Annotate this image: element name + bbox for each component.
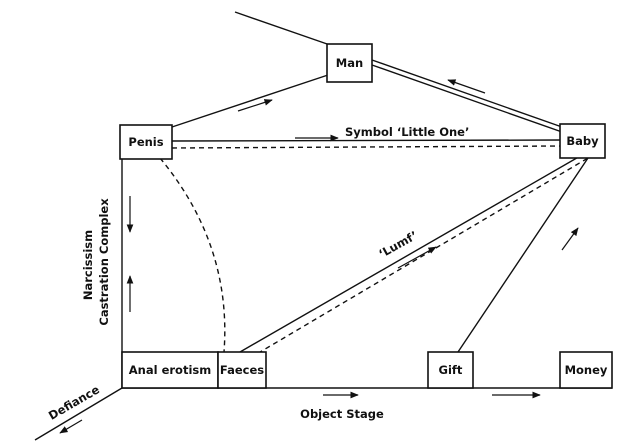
node-baby: Baby <box>559 123 606 159</box>
arrow-baby-man <box>447 79 486 94</box>
node-man-label: Man <box>336 56 363 70</box>
node-faeces: Faeces <box>217 351 267 389</box>
edge-faeces-baby-solid <box>239 154 583 353</box>
label-lumf: ‘Lumf’ <box>376 228 420 261</box>
label-narcissism: Narcissism <box>81 230 95 300</box>
node-penis: Penis <box>119 124 173 160</box>
label-symbol-little-one: Symbol ‘Little One’ <box>345 125 469 139</box>
label-castration-complex: Castration Complex <box>97 198 111 326</box>
edge-man-baby-1 <box>371 59 563 128</box>
edge-penis-baby-solid <box>171 139 563 142</box>
node-money-label: Money <box>565 363 608 377</box>
arrow-gift-baby <box>561 227 579 251</box>
node-gift-label: Gift <box>439 363 463 377</box>
node-anal-erotism: Anal erotism <box>121 351 219 389</box>
node-man: Man <box>326 43 373 83</box>
label-object-stage: Object Stage <box>300 407 384 421</box>
node-penis-label: Penis <box>128 135 163 149</box>
arrow-penis-man <box>237 99 273 112</box>
arrow-defiance <box>59 419 83 434</box>
node-faeces-label: Faeces <box>220 363 264 377</box>
node-baby-label: Baby <box>566 134 599 148</box>
top-line <box>234 11 331 46</box>
node-money: Money <box>559 351 613 389</box>
edge-man-baby-2 <box>371 64 563 133</box>
arrow-lumf <box>397 246 437 269</box>
edge-penis-faeces-dashed <box>159 157 226 353</box>
edge-penis-man <box>171 74 329 128</box>
edge-faeces-baby-dashed <box>249 157 589 359</box>
node-gift: Gift <box>427 351 474 389</box>
edge-gift-baby <box>457 157 589 353</box>
edge-penis-baby-dashed <box>171 145 563 149</box>
node-anal-erotism-label: Anal erotism <box>129 363 211 377</box>
defiance-axis-line <box>34 387 123 441</box>
